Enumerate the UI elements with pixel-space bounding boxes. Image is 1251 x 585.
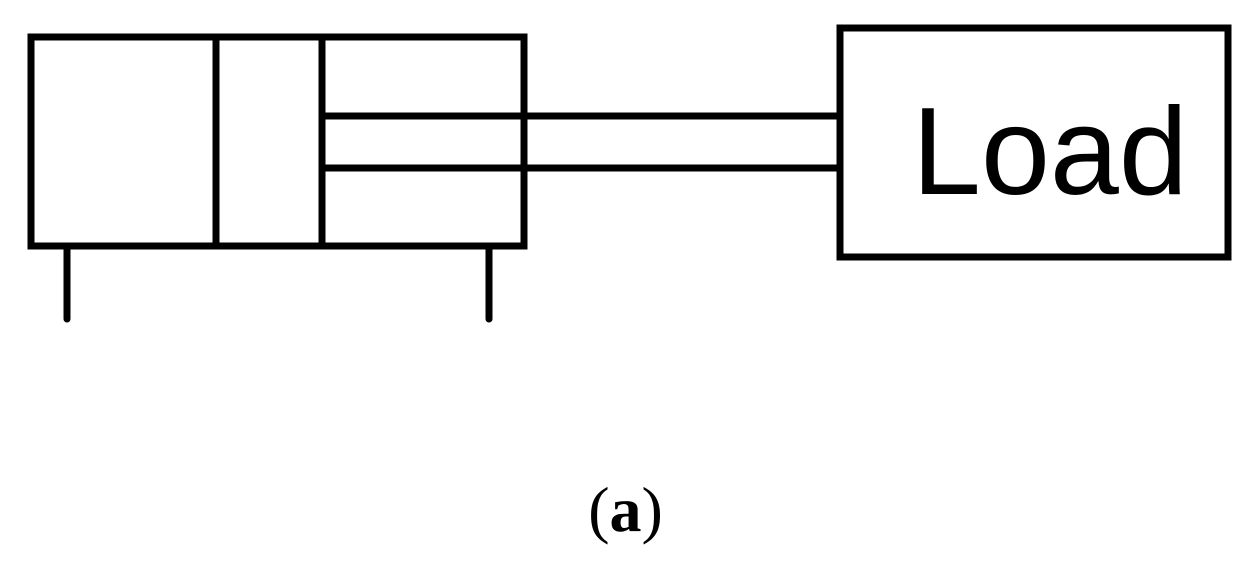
load-box: [836, 24, 1232, 261]
figure-caption: (a): [0, 478, 1251, 542]
caption-open-paren: (: [588, 474, 610, 545]
caption-letter: a: [609, 474, 642, 545]
caption-close-paren: ): [641, 474, 663, 545]
cylinder-body: [27, 33, 528, 250]
load-label: Load: [912, 83, 1188, 221]
